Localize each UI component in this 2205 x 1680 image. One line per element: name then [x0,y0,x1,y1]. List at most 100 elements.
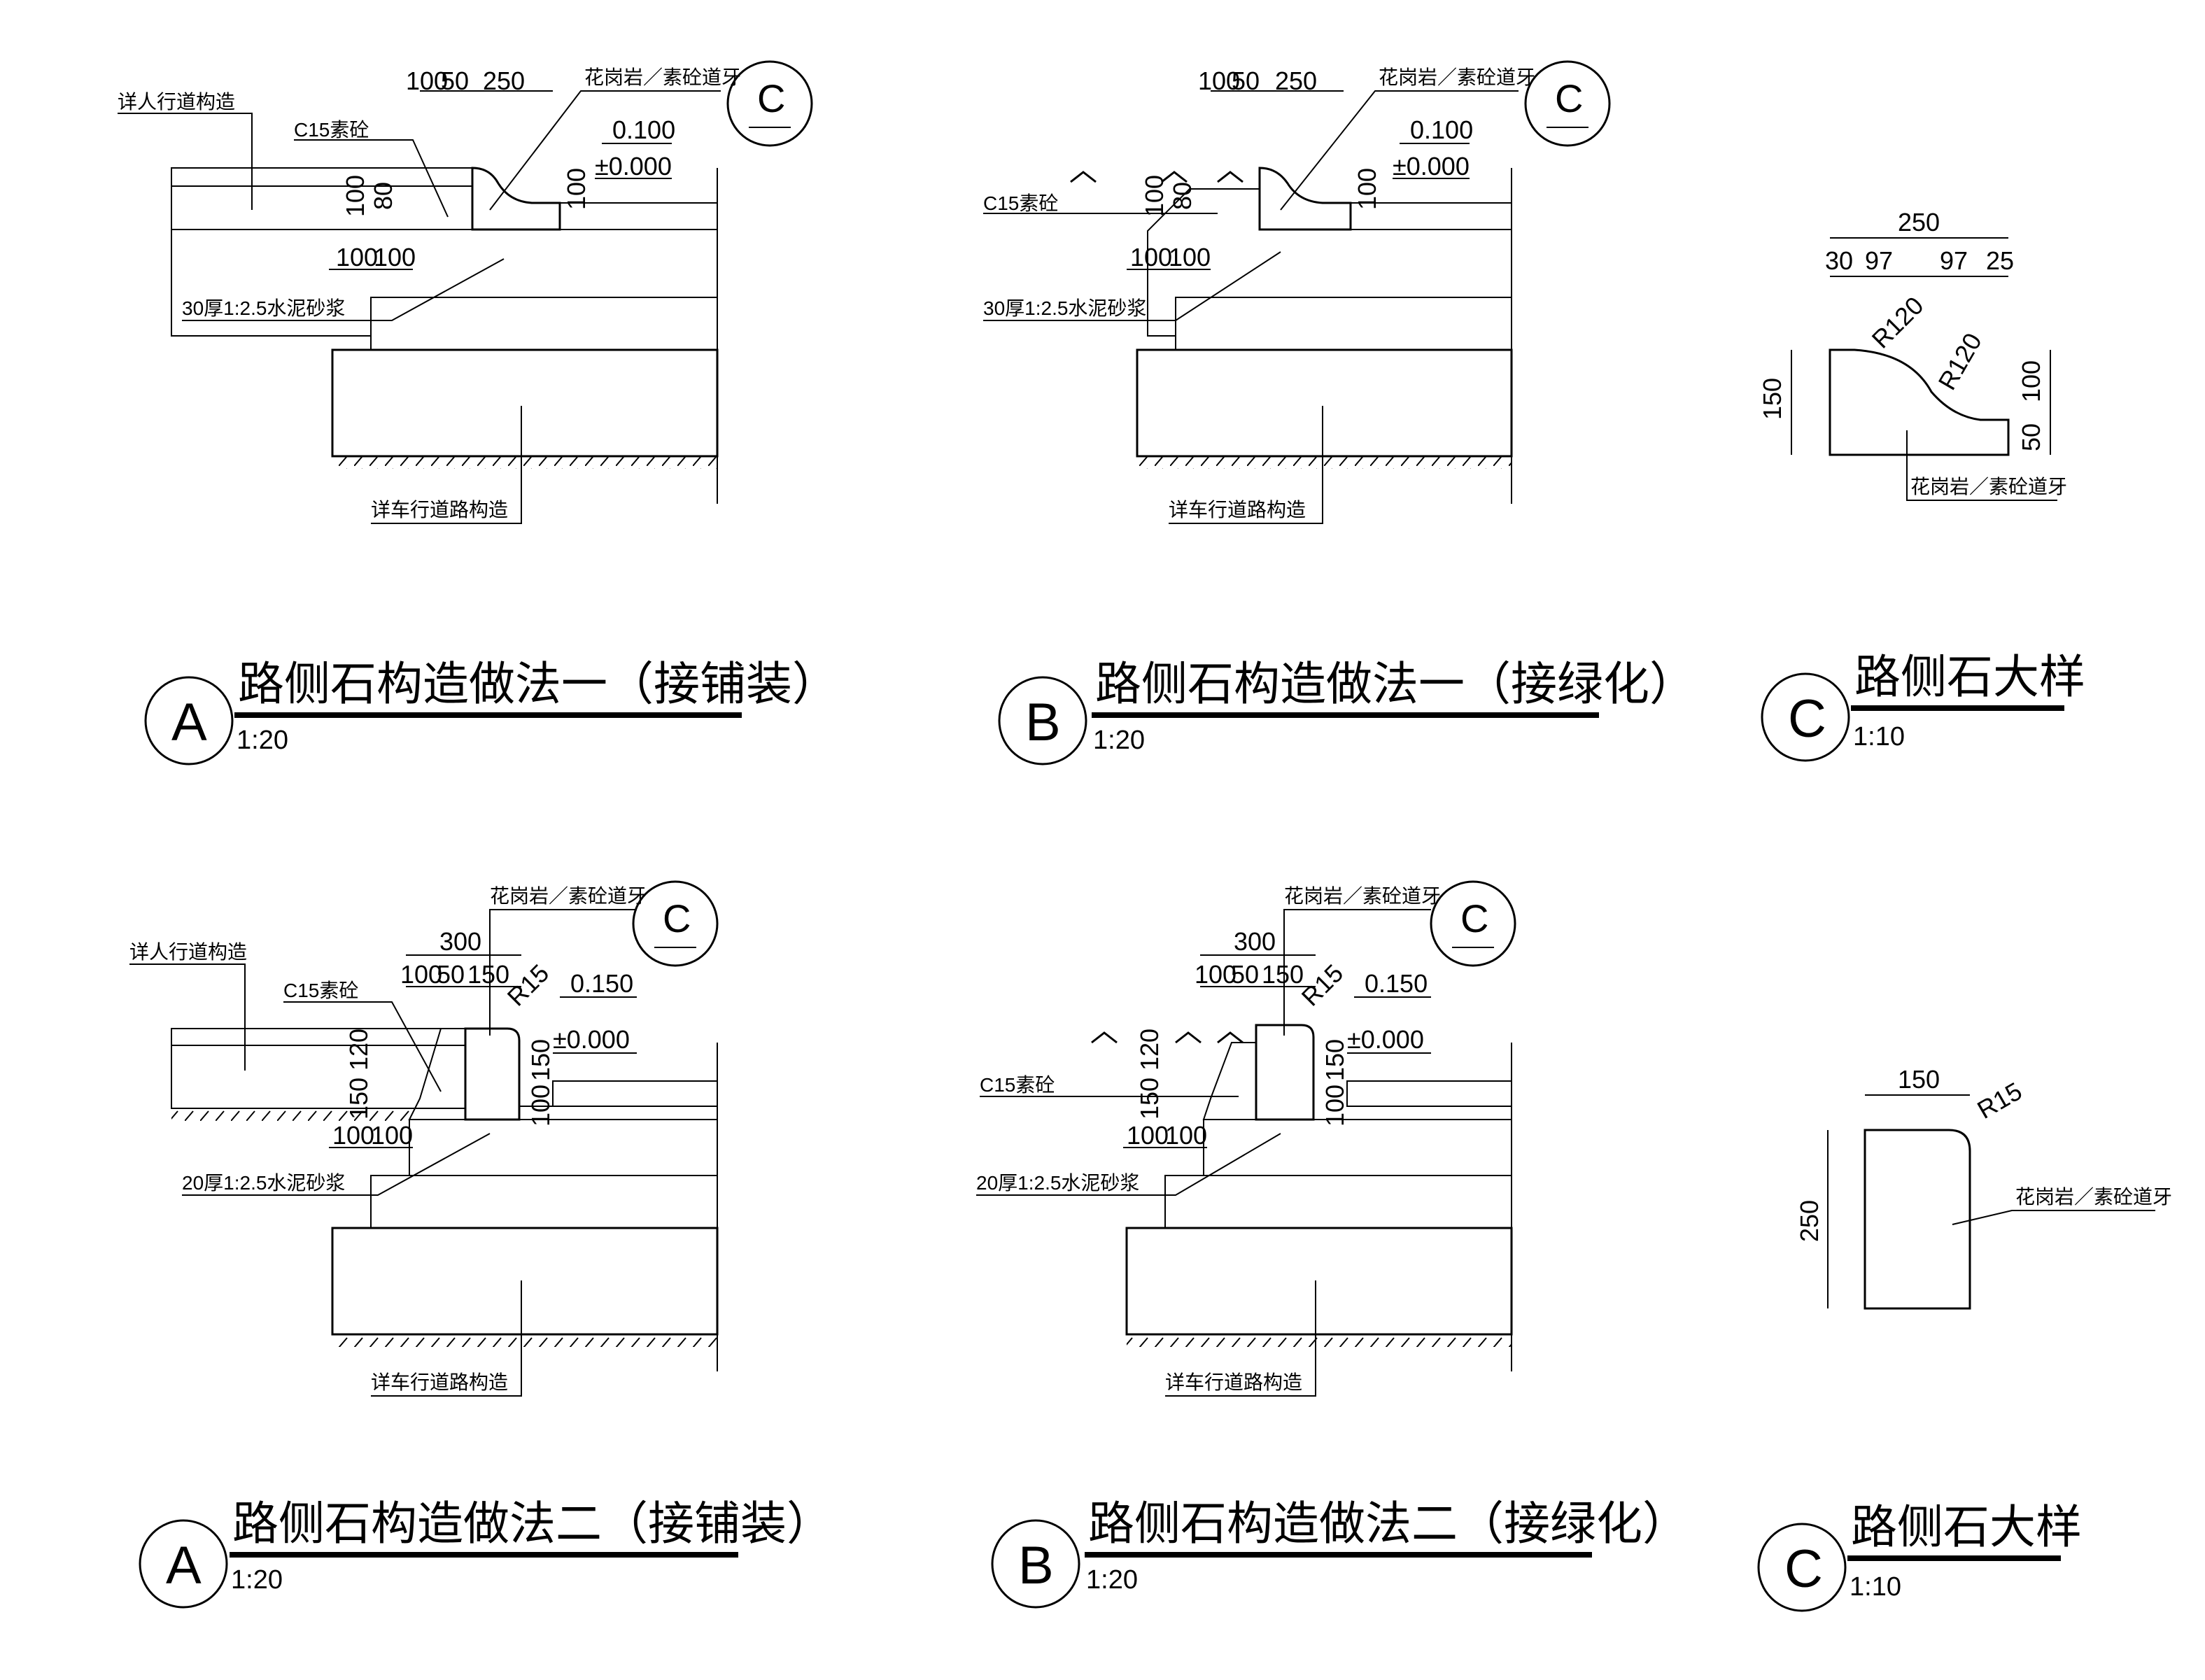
dimensions: 300 100 50 150 150 120 100 100 150 100 R… [1123,927,1349,1150]
dim-50: 50 [1231,960,1259,989]
dim-150-v: 150 [344,1078,373,1120]
dim-50: 50 [441,66,469,95]
rubble-base [331,348,719,458]
dim-100-curb: 100 [562,168,591,210]
title-block: A 路侧石构造做法一（接铺装） 1:20 [144,658,838,765]
label-curb: 花岗岩／素砼道牙 [584,66,741,88]
dimensions: 150 250 R15 [1795,1065,2027,1308]
dim-100-v: 100 [1140,175,1169,217]
label-curb: 花岗岩／素砼道牙 [1379,66,1535,88]
dim-100-a: 100 [336,243,378,271]
paving-surface [171,1028,466,1046]
title-block: C 路侧石大样 1:10 [1757,1501,2082,1612]
detail-title: 路侧石大样 [1854,651,2085,703]
title-block: C 路侧石大样 1:10 [1761,651,2085,762]
reference-bubble: C [632,880,719,967]
dim-100-b: 100 [1165,1121,1207,1150]
dim-100: 100 [400,960,442,989]
ref-letter: C [663,896,691,940]
rubble-base [1125,1227,1513,1336]
level-marks: 0.150 ±0.000 [553,969,637,1054]
title-block: B 路侧石构造做法一（接绿化） 1:20 [998,658,1696,765]
level-top: 0.150 [1365,969,1428,998]
level-zero: ±0.000 [1393,152,1470,181]
mortar-layer [370,297,718,351]
paving-base [171,185,473,230]
label-curb: 花岗岩／素砼道牙 [1284,885,1441,907]
dim-150-curb: 150 [526,1039,555,1081]
level-top: 0.150 [570,969,633,998]
dim-height: 250 [1795,1200,1824,1242]
label-leader [1952,1210,2155,1225]
concrete-base [409,1106,718,1176]
dim-total: 250 [1898,208,1940,237]
level-top: 0.100 [1410,115,1473,144]
planting-marks [1091,1031,1244,1044]
label-road: 详车行道路构造 [371,499,508,521]
dim-80-v: 80 [369,182,397,210]
dim-250: 250 [1275,66,1317,95]
title-block: A 路侧石构造做法二（接铺装） 1:20 [139,1497,833,1609]
detail-title: 路侧石构造做法一（接铺装） [238,658,838,710]
title-bubble-letter: A [171,693,207,752]
dim-50: 50 [1232,66,1260,95]
annotations: C15素砼 花岗岩／素砼道牙 20厚1:2.5水泥砂浆 详车行道路构造 [976,885,1441,1397]
mortar-layer [1164,1175,1512,1229]
level-marks: 0.100 ±0.000 [595,115,675,181]
dim-upper: 100 [2017,360,2045,402]
layer-stack [171,167,719,504]
concrete-base [1203,1119,1512,1176]
dim-150-curb: 150 [1320,1039,1349,1081]
dim-100: 100 [406,66,448,95]
label-c15: C15素砼 [283,980,358,1001]
label-mortar: 20厚1:2.5水泥砂浆 [182,1172,345,1194]
panel-b2: 300 100 50 150 150 120 100 100 150 100 R… [976,880,1689,1609]
planting-marks [1070,171,1244,183]
curb-stone [471,167,561,231]
layer-stack [1091,1024,1513,1371]
dim-120-v: 120 [344,1029,373,1071]
label-road: 详车行道路构造 [1169,499,1306,521]
label-curb: 花岗岩／素砼道牙 [1910,476,2067,497]
dim-100-b: 100 [371,1121,413,1150]
title-block: B 路侧石构造做法二（接绿化） 1:20 [991,1497,1689,1609]
ref-letter: C [1555,76,1583,120]
radius: R15 [1973,1076,2027,1124]
reference-bubble: C [726,60,813,147]
detail-title: 路侧石大样 [1851,1501,2082,1553]
dim-150-v: 150 [1135,1078,1164,1120]
dim-100-v: 100 [341,175,369,217]
title-bubble-letter: A [166,1536,202,1595]
scale-note: 1:20 [1086,1565,1138,1595]
radius-2: R120 [1932,328,1987,395]
reference-bubble: C [1430,880,1516,967]
title-bubble-letter: B [1018,1536,1054,1595]
level-zero: ±0.000 [553,1025,630,1054]
curb-stone [464,1027,521,1121]
dim-lower: 50 [2017,423,2045,451]
label-mortar: 30厚1:2.5水泥砂浆 [983,297,1146,319]
dim-97-b: 97 [1940,246,1968,275]
reference-bubble: C [1524,60,1611,147]
dim-97-a: 97 [1865,246,1893,275]
concrete-haunch [408,1028,466,1120]
dim-100: 100 [1195,960,1237,989]
concrete-haunch [1202,1042,1257,1120]
title-bubble-letter: C [1788,689,1826,749]
scale-note: 1:20 [1093,726,1145,755]
dim-100-b: 100 [1169,243,1211,271]
label-road: 详车行道路构造 [1165,1371,1302,1393]
annotations: 详人行道构造 C15素砼 花岗岩／素砼道牙 20厚1:2.5水泥砂浆 详车行道路… [129,885,647,1397]
curb-stone [1258,167,1352,231]
level-top: 0.100 [612,115,675,144]
dim-100-b: 100 [374,243,416,271]
dimensions: 100 50 250 100 80 100 100 100 [1127,66,1381,271]
dim-100-a: 100 [1130,243,1172,271]
radius-1: R120 [1866,291,1929,354]
level-zero: ±0.000 [1347,1025,1424,1054]
label-mortar: 20厚1:2.5水泥砂浆 [976,1172,1139,1194]
layer-stack [1070,167,1513,504]
curb-profile [1829,348,2010,456]
dim-120-v: 120 [1135,1029,1164,1071]
dim-80-v: 80 [1168,182,1197,210]
